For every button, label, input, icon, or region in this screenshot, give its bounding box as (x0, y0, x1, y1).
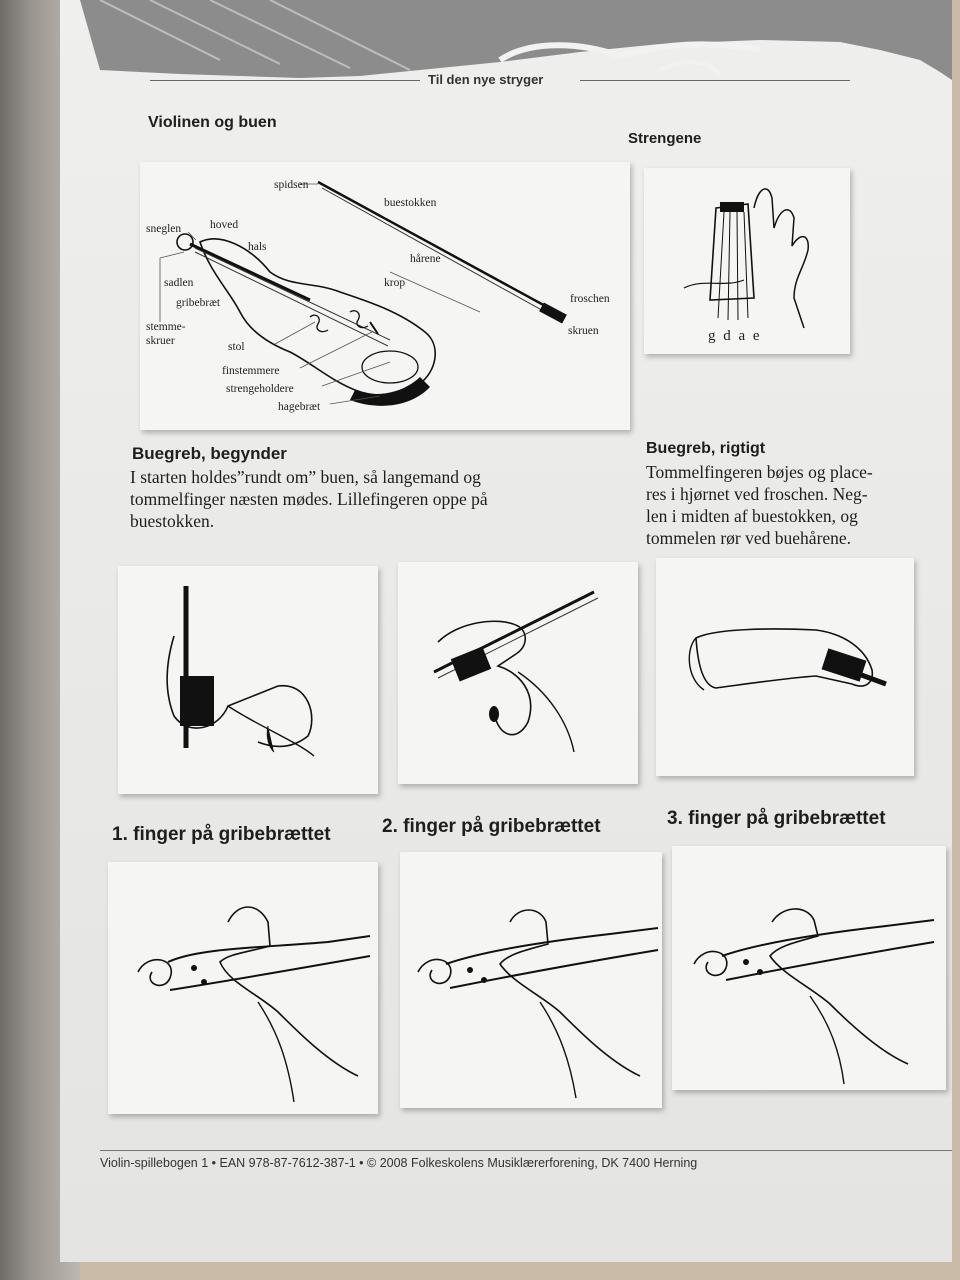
label-stol: stol (228, 341, 245, 353)
strings-diagram-card: g d a e (644, 168, 850, 354)
footer-credits: Violin-spillebogen 1 • EAN 978-87-7612-3… (100, 1156, 698, 1170)
label-hagebraet: hagebræt (278, 401, 321, 413)
book-page: Til den nye stryger Violinen og buen Str… (60, 0, 952, 1262)
finger-1-caption: 1. finger på gribebrættet (112, 824, 331, 845)
header-decoration (80, 0, 952, 80)
label-krop: krop (384, 277, 405, 289)
bowhold-correct-title: Buegreb, rigtigt (646, 440, 766, 457)
bowhold-illustration-1 (118, 566, 378, 794)
violin-bow-illustration: spidsen buestokken sneglen hoved hals hå… (146, 179, 610, 413)
label-spidsen: spidsen (274, 179, 309, 191)
strings-illustration: g d a e (683, 188, 809, 344)
violin-diagram-card: spidsen buestokken sneglen hoved hals hå… (140, 162, 630, 430)
finger-2-caption: 2. finger på gribebrættet (382, 816, 601, 837)
header-rule-right (580, 80, 850, 81)
header-title: Til den nye stryger (428, 72, 544, 87)
label-hoved: hoved (210, 219, 238, 231)
bowhold-beginner-line-3: buestokken. (130, 511, 215, 531)
finger-2-illustration (400, 852, 662, 1108)
bowhold-illustration-3 (656, 558, 914, 776)
bowhold-beginner-line-1: I starten holdes”rundt om” buen, så lang… (130, 467, 481, 487)
bowhold-correct-line-2: res i hjørnet ved froschen. Neg- (646, 484, 868, 504)
finger-1-illustration (108, 862, 378, 1114)
label-froschen: froschen (570, 293, 610, 305)
label-stemmeskruer-1: stemme- (146, 321, 186, 333)
label-skruen: skruen (568, 325, 599, 337)
label-haarene: hårene (410, 252, 441, 265)
label-sneglen: sneglen (146, 223, 181, 235)
violin-section-title: Violinen og buen (148, 114, 277, 131)
footer-rule (100, 1150, 952, 1151)
strings-section-title: Strengene (628, 130, 702, 147)
label-stemmeskruer-2: skruer (146, 335, 175, 347)
label-gribebraet: gribebræt (176, 297, 221, 309)
finger-3-caption: 3. finger på gribebrættet (667, 808, 886, 829)
bowhold-beginner-line-2: tommelfinger næsten mødes. Lillefingeren… (130, 489, 488, 509)
bowhold-illustration-2 (398, 562, 638, 784)
label-finstemmere: finstemmere (222, 365, 279, 377)
bowhold-correct-line-3: len i midten af buestokken, og (646, 506, 858, 526)
bowhold-beginner-title: Buegreb, begynder (132, 444, 287, 463)
label-strengeholdere: strengeholdere (226, 383, 294, 395)
bowhold-correct-line-1: Tommelfingeren bøjes og place- (646, 462, 873, 482)
string-names: g d a e (708, 328, 762, 344)
finger-3-illustration (672, 846, 946, 1090)
label-sadlen: sadlen (164, 277, 194, 289)
bowhold-correct-line-4: tommelen rør ved buehårene. (646, 528, 852, 548)
header-rule-left (150, 80, 420, 81)
label-hals: hals (248, 241, 267, 253)
label-buestokken: buestokken (384, 197, 437, 209)
